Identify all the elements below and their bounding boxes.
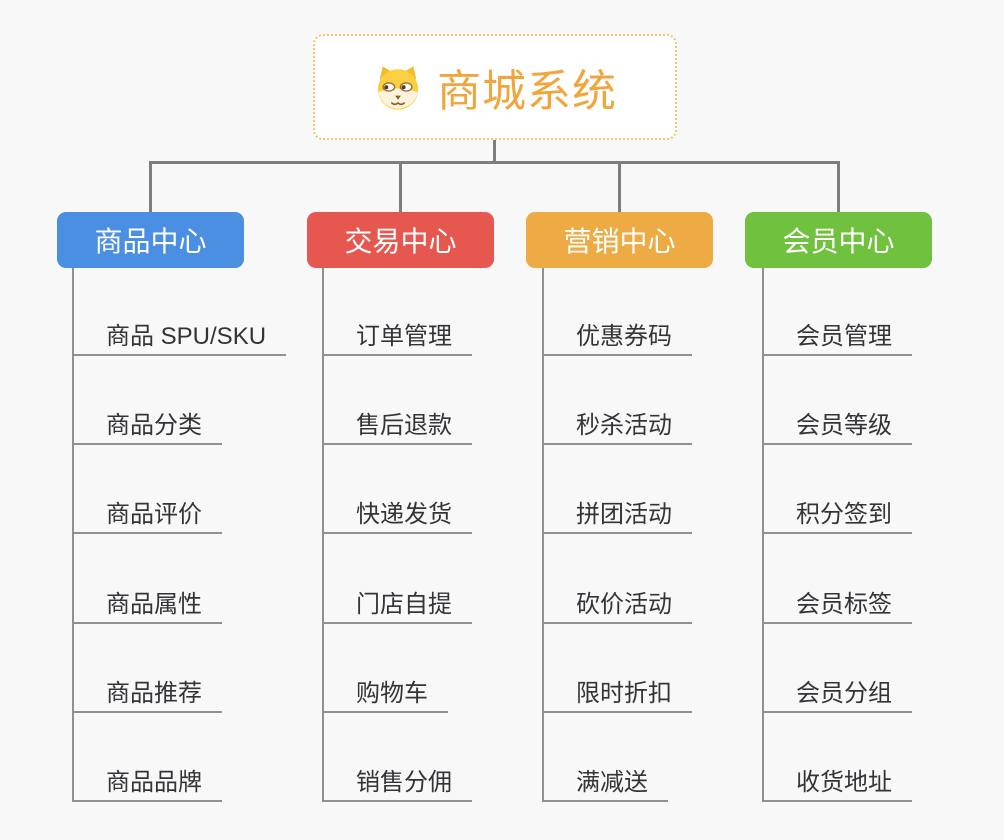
connector-root-stub	[493, 140, 496, 163]
leaf-node[interactable]: 门店自提	[324, 588, 472, 624]
leaf-node[interactable]: 限时折扣	[544, 677, 692, 713]
leaf-node[interactable]: 售后退款	[324, 409, 472, 445]
leaf-node[interactable]: 商品评价	[74, 498, 222, 534]
branch-node-marketing-center[interactable]: 营销中心	[526, 212, 713, 268]
leaf-node[interactable]: 订单管理	[324, 320, 472, 356]
branch-children-product-center: 商品 SPU/SKU 商品分类 商品评价 商品属性 商品推荐 商品品牌	[72, 268, 314, 802]
connector-bus	[149, 161, 840, 164]
leaf-node[interactable]: 满减送	[544, 766, 668, 802]
leaf-node[interactable]: 收货地址	[764, 766, 912, 802]
leaf-node[interactable]: 会员管理	[764, 320, 912, 356]
root-title: 商城系统	[437, 67, 617, 116]
branch-node-product-center[interactable]: 商品中心	[57, 212, 244, 268]
leaf-node[interactable]: 砍价活动	[544, 588, 692, 624]
connector-drop	[618, 161, 621, 213]
connector-drop	[399, 161, 402, 213]
connector-drop	[837, 161, 840, 213]
branch-node-member-center[interactable]: 会员中心	[745, 212, 932, 268]
branch-children-trade-center: 订单管理 售后退款 快递发货 门店自提 购物车 销售分佣	[322, 268, 564, 802]
leaf-node[interactable]: 秒杀活动	[544, 409, 692, 445]
branch-label: 会员中心	[782, 226, 895, 257]
leaf-node[interactable]: 商品推荐	[74, 677, 222, 713]
dog-face-icon	[373, 64, 423, 111]
leaf-node[interactable]: 销售分佣	[324, 766, 472, 802]
leaf-node[interactable]: 积分签到	[764, 498, 912, 534]
leaf-node[interactable]: 会员标签	[764, 588, 912, 624]
root-node[interactable]: 商城系统	[313, 34, 677, 140]
leaf-node[interactable]: 商品属性	[74, 588, 222, 624]
branch-node-trade-center[interactable]: 交易中心	[307, 212, 494, 268]
branch-label: 营销中心	[563, 226, 676, 257]
branch-children-member-center: 会员管理 会员等级 积分签到 会员标签 会员分组 收货地址	[762, 268, 1004, 802]
branch-label: 交易中心	[344, 226, 457, 257]
leaf-node[interactable]: 购物车	[324, 677, 448, 713]
leaf-node[interactable]: 优惠券码	[544, 320, 692, 356]
leaf-node[interactable]: 商品品牌	[74, 766, 222, 802]
leaf-node[interactable]: 拼团活动	[544, 498, 692, 534]
leaf-node[interactable]: 快递发货	[324, 498, 472, 534]
leaf-node[interactable]: 会员等级	[764, 409, 912, 445]
leaf-node[interactable]: 商品分类	[74, 409, 222, 445]
branch-children-marketing-center: 优惠券码 秒杀活动 拼团活动 砍价活动 限时折扣 满减送	[542, 268, 784, 802]
leaf-node[interactable]: 会员分组	[764, 677, 912, 713]
branch-label: 商品中心	[94, 226, 207, 257]
leaf-node[interactable]: 商品 SPU/SKU	[74, 320, 287, 356]
connector-drop	[149, 161, 152, 213]
